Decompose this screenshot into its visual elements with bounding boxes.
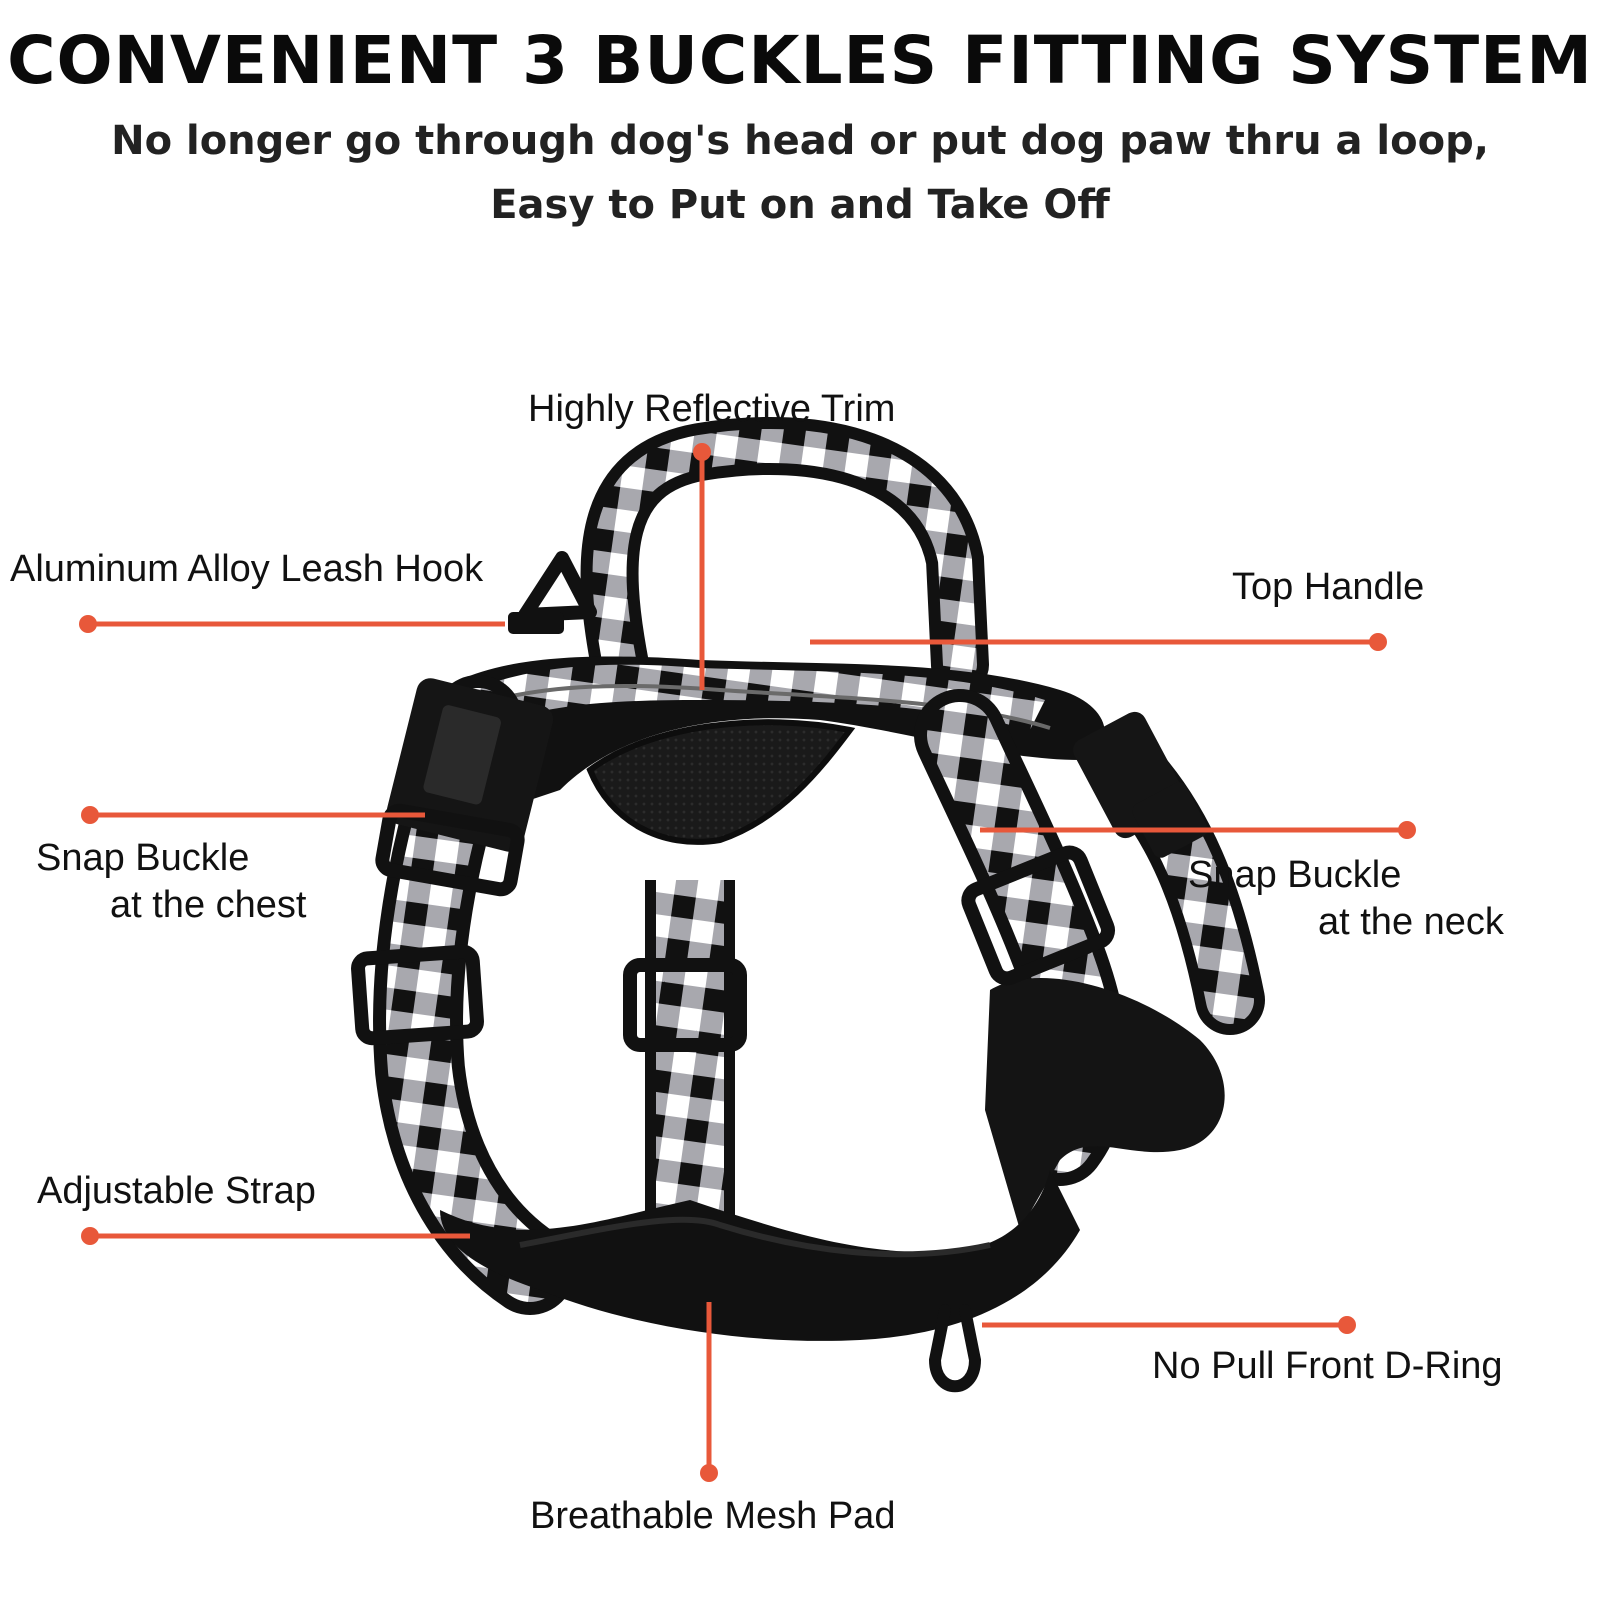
mesh-pad-back bbox=[586, 719, 856, 845]
chest-pad bbox=[440, 1170, 1080, 1341]
callout-lines bbox=[79, 443, 1416, 1482]
chest-buckle bbox=[375, 678, 554, 897]
front-d-ring bbox=[928, 1304, 982, 1393]
label-front-d-ring: No Pull Front D-Ring bbox=[1152, 1345, 1503, 1387]
leash-hook-line bbox=[79, 615, 505, 633]
neck-buckle-line bbox=[980, 821, 1416, 839]
left-slider bbox=[351, 944, 484, 1046]
label-chest-buckle-2: at the chest bbox=[110, 884, 307, 926]
adjustable-strap-line bbox=[81, 1227, 470, 1245]
label-top-handle: Top Handle bbox=[1232, 566, 1425, 608]
neck-buckle bbox=[1073, 711, 1208, 858]
label-chest-buckle-1: Snap Buckle bbox=[36, 837, 250, 879]
label-neck-buckle-1: Snap Buckle bbox=[1188, 854, 1402, 896]
top-handle-line bbox=[810, 633, 1387, 651]
subtitle-line-2: Easy to Put on and Take Off bbox=[490, 182, 1110, 228]
middle-slider bbox=[623, 958, 747, 1052]
mesh-pad-line bbox=[700, 1302, 718, 1482]
headline: CONVENIENT 3 BUCKLES FITTING SYSTEM bbox=[7, 22, 1593, 99]
label-neck-buckle-2: at the neck bbox=[1318, 901, 1504, 943]
label-reflective-trim: Highly Reflective Trim bbox=[528, 388, 896, 430]
front-d-ring-line bbox=[982, 1316, 1356, 1334]
harness-illustration bbox=[351, 416, 1265, 1393]
right-chest-panel bbox=[985, 978, 1225, 1230]
leash-hook bbox=[508, 551, 597, 634]
chest-buckle-line bbox=[81, 806, 425, 824]
reflective-trim-line bbox=[693, 443, 711, 690]
subtitle-line-1: No longer go through dog's head or put d… bbox=[111, 118, 1489, 164]
label-adjustable-strap: Adjustable Strap bbox=[37, 1170, 316, 1212]
label-mesh-pad: Breathable Mesh Pad bbox=[530, 1495, 896, 1537]
right-slider bbox=[961, 845, 1115, 986]
label-leash-hook: Aluminum Alloy Leash Hook bbox=[10, 548, 484, 590]
